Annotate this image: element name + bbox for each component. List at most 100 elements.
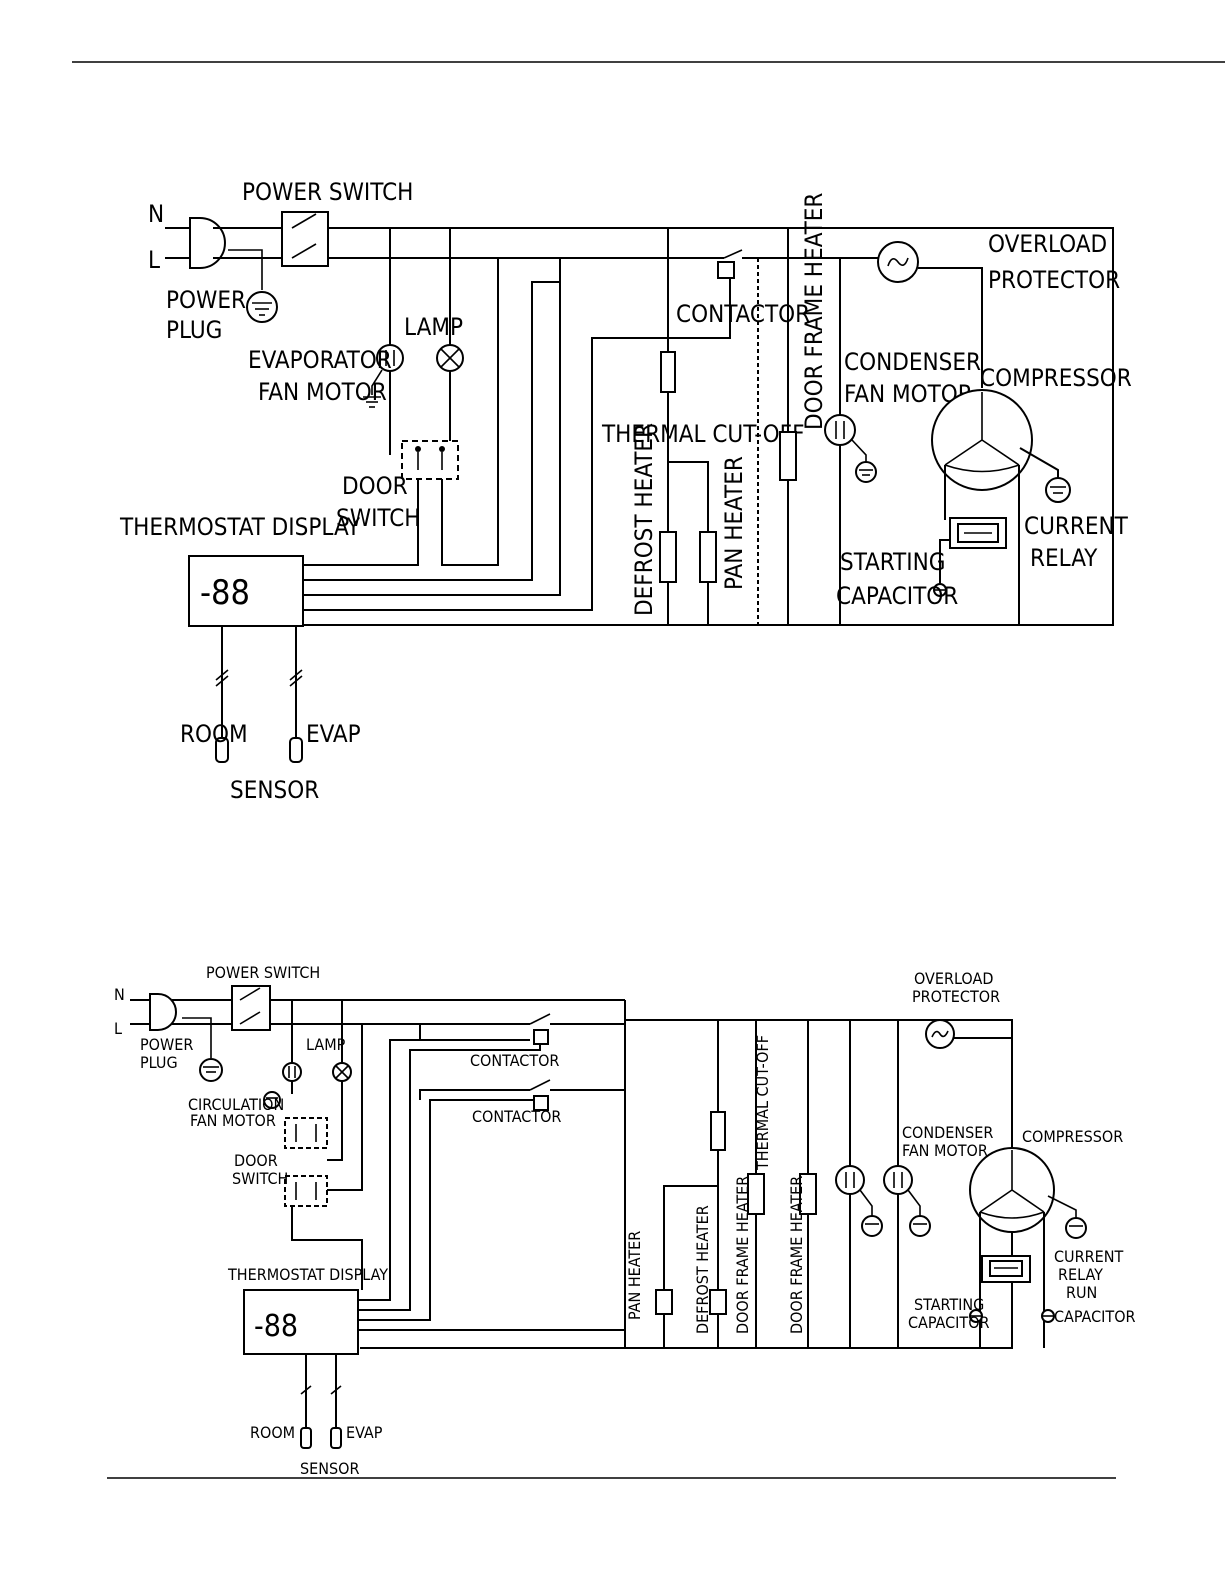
d2-label-door-frame-heater-2: DOOR FRAME HEATER [787,1176,806,1334]
d2-label-run-cap-2: CAPACITOR [1054,1307,1136,1326]
d1-plug-ground-wire [228,249,263,290]
d1-overload-protector-icon [877,241,919,283]
d2-plug-ground-icon [199,1058,223,1082]
d2-label-overload-2: PROTECTOR [912,987,1000,1006]
d1-neutral-rail [188,227,1114,626]
d2-label-starting-cap-1: STARTING [914,1295,984,1314]
d1-condenser-fan-icon [824,414,856,446]
d2-label-condenser-fan-2: FAN MOTOR [902,1141,988,1160]
diagram-1: N L POWER PLUG POWER SWITCH [119,178,1132,804]
d2-compressor-leads [979,1212,1045,1348]
d1-label-current-relay-1: CURRENT [1024,512,1129,540]
d1-door-switch-out-2 [441,258,499,566]
d1-label-evap-fan-2: FAN MOTOR [258,378,387,406]
d1-label-current-relay-2: RELAY [1030,544,1098,572]
d2-door-frame-heater-2-icon [799,1173,817,1215]
d1-condenser-ground-wire [851,439,867,462]
d1-label-pan-heater: PAN HEATER [720,456,748,590]
d1-compressor-ground-icon [1045,477,1071,503]
d2-label-lamp: LAMP [306,1035,346,1054]
d2-label-power-plug-1: POWER [140,1035,193,1054]
d1-label-contactor: CONTACTOR [676,300,810,328]
d1-lamp-icon [436,344,464,372]
d2-label-current-relay-1: CURRENT [1054,1247,1123,1266]
d1-label-overload-2: PROTECTOR [988,266,1120,294]
d1-cap-wire [939,539,950,590]
d2-starting-capacitor-icon [969,1309,983,1323]
d2-compressor-ground-icon [1047,1195,1087,1239]
d1-plug-ground-icon [246,291,278,323]
d2-contactor-feed [419,1039,530,1100]
d2-power-switch-icon[interactable] [231,985,271,1031]
d2-label-power-plug-2: PLUG [140,1053,178,1072]
d2-overload-protector-icon [925,1019,955,1049]
d2-door-switch-out-2 [327,1024,363,1191]
d2-label-power-switch: POWER SWITCH [206,963,320,982]
d1-fan-ground-icon [363,396,381,408]
d1-defrost-heater-icon [659,531,677,583]
d1-signal-wire-1 [303,258,561,581]
d2-door-frame-heater-1-icon [747,1173,765,1215]
d1-signal-wire-2 [303,282,561,596]
d2-lamp-icon [332,1062,352,1082]
d2-label-door-switch-2: SWITCH [232,1169,288,1188]
d1-power-switch-icon[interactable] [281,211,329,267]
d1-door-frame-heater-icon [779,431,797,481]
d1-label-door-frame-heater: DOOR FRAME HEATER [800,193,828,430]
d1-overload-out-wire [918,267,983,388]
d2-label-circ-fan-2: FAN MOTOR [190,1111,276,1130]
d1-label-power-switch: POWER SWITCH [242,178,413,206]
d1-condenser-ground-icon [855,461,877,483]
d2-power-plug-icon [130,993,177,1031]
d2-current-relay-icon [981,1255,1031,1283]
d2-contactor-out [550,1023,625,1091]
d2-signal-wire-1 [358,1024,421,1301]
d1-compressor-ground-wire [1019,447,1059,478]
d2-label-defrost-heater: DEFROST HEATER [693,1205,712,1334]
d2-label-thermal-cutoff: THERMAL CUT-OFF [753,1035,772,1171]
d1-thermal-cutoff-icon [660,351,676,393]
d2-door-switch-1-icon[interactable] [284,1117,328,1149]
d1-label-evap: EVAP [306,720,361,748]
d2-condenser-fan-2-ground-icon [907,1189,931,1237]
d2-label-evap: EVAP [346,1423,383,1442]
d1-label-power-plug-1: POWER [166,286,246,314]
d2-run-capacitor-icon [1041,1309,1055,1323]
d1-display-value: -88 [200,573,250,613]
d2-label-run-cap-1: RUN [1066,1283,1097,1302]
d1-label-sensor: SENSOR [230,776,319,804]
d1-fan-ground-wire [371,369,383,395]
d2-label-n: N [114,985,125,1004]
d2-contactor-1-icon [529,1013,551,1045]
d2-pan-heater-icon [655,1289,673,1315]
d1-label-n: N [148,200,164,228]
d2-signal-wire-2 [358,1040,541,1311]
d1-pan-heater-icon [699,531,717,583]
d2-label-overload-1: OVERLOAD [914,969,993,988]
d1-label-door-switch-1: DOOR [342,472,408,500]
d1-label-thermal-cutoff: THERMAL CUT-OFF [601,420,805,448]
d2-label-condenser-fan-1: CONDENSER [902,1123,993,1142]
d1-label-condenser-fan-1: CONDENSER [844,348,981,376]
d1-door-switch-icon[interactable] [401,440,459,480]
d1-label-starting-cap-1: STARTING [840,548,945,576]
d2-label-contactor-1: CONTACTOR [470,1051,559,1070]
d2-label-sensor: SENSOR [300,1459,359,1478]
d1-label-evap-fan-1: EVAPORATOR [248,346,392,374]
d1-label-lamp: LAMP [404,313,463,341]
d2-circulation-fan-icon [282,1062,302,1082]
d1-signal-wire-3 [303,268,731,611]
d1-label-defrost-heater: DEFROST HEATER [630,423,658,616]
d1-starting-capacitor-icon [933,583,947,597]
d1-thermostat-display: -88 [188,555,304,627]
d1-label-compressor: COMPRESSOR [980,364,1132,392]
d1-contactor-icon [717,249,743,279]
d1-label-door-switch-2: SWITCH [336,504,421,532]
d2-room-sensor-icon [300,1427,312,1449]
d2-door-switch-out-1 [291,1206,363,1290]
d1-label-power-plug-2: PLUG [166,316,222,344]
d2-label-thermostat-display: THERMOSTAT DISPLAY [227,1265,388,1284]
d2-door-switch-2-icon[interactable] [284,1175,328,1207]
d1-label-starting-cap-2: CAPACITOR [836,582,958,610]
